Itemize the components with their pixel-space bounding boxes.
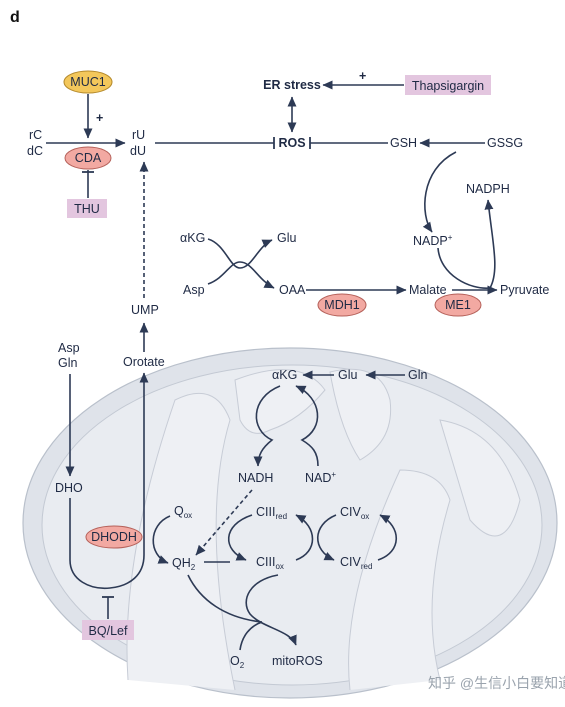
ciii-red-sub: red <box>275 512 287 521</box>
dc-label: dC <box>27 144 43 158</box>
ciii-ox-label: CIIIox <box>256 555 284 571</box>
akg-mito-label: αKG <box>272 368 297 382</box>
crista <box>439 419 521 537</box>
muc1-label: MUC1 <box>70 75 105 89</box>
muc1-node <box>63 70 113 94</box>
pyrimidine-module: UMP Orotate Asp Gln DHO DHODH BQ/Lef Qox… <box>55 161 196 640</box>
asp-left-label: Asp <box>58 341 80 355</box>
mdh1-label: MDH1 <box>324 298 359 312</box>
dhodh-label: DHODH <box>91 530 137 544</box>
q-label: Qox <box>174 504 192 520</box>
mitoros-label: mitoROS <box>272 654 323 668</box>
thu-node <box>67 199 107 218</box>
malate-module: αKG Glu Asp OAA MDH1 Malate ME1 Pyruvate <box>180 231 549 317</box>
ciii-left-arc <box>227 514 253 561</box>
er-stress-label: ER stress <box>263 78 321 92</box>
qh-text: QH <box>172 556 191 570</box>
crista <box>348 469 451 691</box>
o2-branch <box>239 621 263 651</box>
ros-module: ROS ER stress Thapsigargin + GSH GSSG NA… <box>155 69 523 289</box>
glu-mito-label: Glu <box>338 368 358 382</box>
glu-top-label: Glu <box>277 231 297 245</box>
civ-red-text: CIV <box>340 555 362 569</box>
nadh-to-qh2-dashed-arrow <box>195 489 253 556</box>
cytidine-deaminase-module: MUC1 + rC dC CDA THU rU dU <box>27 70 146 218</box>
ump-label: UMP <box>131 303 159 317</box>
rc-label: rC <box>29 128 42 142</box>
civ-red-label: CIVred <box>340 555 372 571</box>
nad-sup: + <box>331 470 336 479</box>
nadph-label: NADPH <box>466 182 510 196</box>
ru-label: rU <box>132 128 145 142</box>
nad-text: NAD <box>305 471 331 485</box>
gsh-label: GSH <box>390 136 417 150</box>
civ-right-arc <box>377 514 397 561</box>
nadp-label: NADP+ <box>413 233 453 248</box>
q-cycle-arc <box>152 515 171 564</box>
akg-top-label: αKG <box>180 231 205 245</box>
oaa-label: OAA <box>279 283 306 297</box>
nadp-text: NADP <box>413 234 448 248</box>
dho-to-orotate-curve <box>69 498 145 589</box>
tca-right-arc <box>295 385 319 467</box>
qh2-label: QH2 <box>172 556 196 572</box>
watermark: 知乎 @生信小白要知道 <box>428 675 565 691</box>
civ-ox-text: CIV <box>340 505 362 519</box>
o2-label: O2 <box>230 654 245 670</box>
cda-node <box>64 146 112 170</box>
me1-node <box>434 293 482 317</box>
qh-sub: 2 <box>191 563 196 572</box>
du-label: dU <box>130 144 146 158</box>
crista <box>234 369 326 434</box>
thapsigargin-label: Thapsigargin <box>412 79 484 93</box>
thapsigargin-plus: + <box>359 69 366 83</box>
dho-label: DHO <box>55 481 83 495</box>
q-sub: ox <box>184 511 192 520</box>
qh2-to-o2-curve <box>187 574 263 623</box>
dhodh-node <box>85 525 143 549</box>
nadh-label: NADH <box>238 471 273 485</box>
ciii-ox-sub: ox <box>275 562 283 571</box>
thapsigargin-node <box>405 75 491 95</box>
civ-red-sub: red <box>361 562 373 571</box>
thu-label: THU <box>74 202 100 216</box>
etc-module: αKG Glu Gln NADH NAD+ CIIIred CIIIox CIV… <box>187 368 428 670</box>
gln-left-label: Gln <box>58 356 78 370</box>
mitochondrion <box>22 347 558 699</box>
o2-sub: 2 <box>240 661 245 670</box>
me1-label: ME1 <box>445 298 471 312</box>
ciii-ox-text: CIII <box>256 555 275 569</box>
malate-label: Malate <box>409 283 447 297</box>
ciii-to-mitoros-arc <box>245 574 297 646</box>
crista <box>126 392 236 691</box>
gssg-label: GSSG <box>487 136 523 150</box>
cda-label: CDA <box>75 151 102 165</box>
pyruvate-label: Pyruvate <box>500 283 549 297</box>
q-text: Q <box>174 504 184 518</box>
gln-mito-label: Gln <box>408 368 428 382</box>
ciii-red-text: CIII <box>256 505 275 519</box>
akg-to-glu-arc <box>207 238 273 269</box>
civ-left-arc <box>317 514 337 561</box>
ros-label: ROS <box>278 136 305 150</box>
civ-ox-label: CIVox <box>340 505 369 521</box>
tca-left-arc <box>253 385 281 467</box>
nad-label: NAD+ <box>305 470 336 485</box>
nadph-cycle-left-arc <box>422 151 457 233</box>
nadp-sup: + <box>448 233 453 242</box>
mdh1-node <box>317 293 367 317</box>
asp-to-oaa-arc <box>207 261 275 289</box>
bqlef-label: BQ/Lef <box>89 624 128 638</box>
muc1-plus: + <box>96 111 103 125</box>
civ-ox-sub: ox <box>361 512 369 521</box>
asp-mid-label: Asp <box>183 283 205 297</box>
orotate-label: Orotate <box>123 355 165 369</box>
o2-text: O <box>230 654 240 668</box>
panel-label: d <box>10 9 20 26</box>
ciii-right-arc <box>295 514 314 561</box>
ciii-red-label: CIIIred <box>256 505 287 521</box>
bqlef-node <box>82 620 134 640</box>
